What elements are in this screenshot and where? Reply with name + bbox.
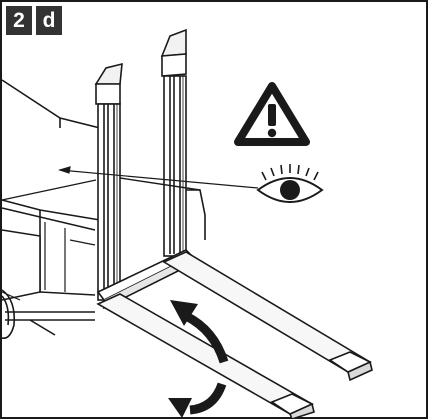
crate-top-edge-2 <box>119 177 201 191</box>
curved-arrow-down-icon <box>168 382 227 418</box>
fork-left <box>96 293 315 419</box>
wheel <box>1 289 16 340</box>
crate-top-edge <box>1 179 97 201</box>
fork-right <box>162 251 373 382</box>
step-number-badge: 2 <box>6 6 32 35</box>
sight-line <box>58 166 259 189</box>
crate-inner-lines <box>1 222 96 301</box>
step-letter-badge: d <box>36 6 62 35</box>
eye-icon <box>256 164 324 203</box>
upright-right <box>160 28 187 257</box>
upright-left <box>94 62 123 301</box>
curved-arrow-up-icon <box>170 300 229 364</box>
warning-triangle-icon <box>234 82 310 146</box>
